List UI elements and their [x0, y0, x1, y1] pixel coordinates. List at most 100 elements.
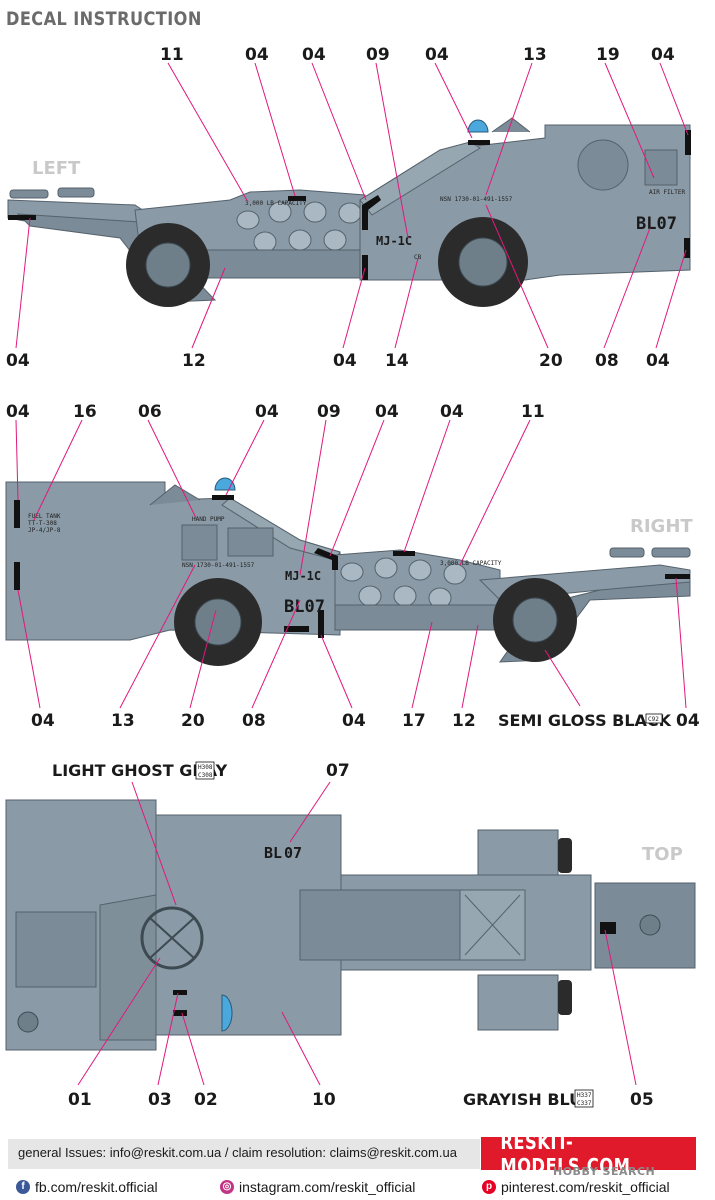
- top-wheel-2: [558, 980, 572, 1015]
- callout-number: 04: [375, 402, 399, 422]
- decal-04: [318, 610, 324, 638]
- callout-number: 06: [138, 402, 162, 422]
- right-roller-pad-2: [651, 547, 691, 558]
- paint-code: C308: [198, 772, 213, 779]
- right-arm-hole: [443, 563, 467, 585]
- right-arm-hole: [340, 562, 364, 582]
- top-view-label: TOP: [642, 844, 683, 865]
- left-callouts-top: 11 04 04 09 04 13 19 04: [160, 45, 675, 65]
- top-wheel-1: [558, 838, 572, 873]
- top-beacon-light: [221, 994, 233, 1032]
- left-arm-hole: [303, 201, 327, 223]
- left-arm-hole: [236, 210, 260, 230]
- callout-number: 04: [255, 402, 279, 422]
- callout-number: 08: [242, 711, 266, 731]
- left-cb: CB: [414, 254, 422, 261]
- callout-number: 03: [148, 1090, 172, 1110]
- callout-number: 10: [312, 1090, 336, 1110]
- right-view-label: RIGHT: [630, 516, 693, 537]
- callout-number: 12: [452, 711, 476, 731]
- paint-grayish-blue: GRAYISH BLUE: [463, 1090, 593, 1109]
- callout-number: 04: [245, 45, 269, 65]
- right-chassis: [334, 604, 506, 631]
- top-fuel-cap: [17, 1011, 39, 1033]
- callout-number: 11: [160, 45, 184, 65]
- callout-number: 09: [366, 45, 390, 65]
- decal-04: [288, 196, 306, 201]
- top-tread-plate: [99, 894, 157, 1041]
- left-capacity: 3,000 LB CAPACITY: [245, 200, 307, 207]
- left-arm-hole: [288, 229, 312, 251]
- pinterest-url: pinterest.com/reskit_official: [501, 1179, 670, 1195]
- top-tail-code-2: 07: [284, 844, 302, 862]
- left-arm-hole: [253, 231, 277, 253]
- left-front-hub: [458, 237, 508, 287]
- page-title: DECAL INSTRUCTION: [6, 8, 202, 30]
- instruction-drawing: LEFT AIR FILTER: [5, 45, 700, 1110]
- left-tail-code: BL07: [636, 214, 677, 234]
- paint-code: H337: [577, 1092, 592, 1099]
- left-roller-pad-1: [9, 189, 49, 199]
- callout-number: 05: [630, 1090, 654, 1110]
- callout-number: 04: [302, 45, 326, 65]
- right-leader-lines: [15, 419, 687, 709]
- right-type-code: MJ-1C: [285, 569, 321, 583]
- right-callouts-top: 04 16 06 04 09 04 04 11: [6, 402, 545, 422]
- callout-number: 08: [595, 351, 619, 371]
- pinterest-link[interactable]: p pinterest.com/reskit_official: [482, 1179, 670, 1195]
- right-arm-hole: [408, 559, 432, 581]
- top-callouts-bottom: 01 03 02 10 05: [68, 1090, 654, 1110]
- callout-number: 17: [402, 711, 426, 731]
- decal-04: [362, 195, 381, 230]
- callout-number: 16: [73, 402, 97, 422]
- decal-04: [212, 495, 234, 500]
- paint-code: H308: [198, 764, 213, 771]
- paint-code: C92: [648, 716, 659, 723]
- right-vent-grille: [227, 527, 274, 557]
- top-fork-pivot: [639, 914, 661, 936]
- top-steering-wheel: [140, 906, 204, 970]
- left-view: LEFT AIR FILTER: [6, 45, 691, 371]
- decal-05: [600, 922, 616, 934]
- right-arm-hole: [374, 557, 398, 579]
- hand-pump-label: HAND PUMP: [192, 516, 225, 523]
- left-view-label: LEFT: [32, 158, 81, 179]
- brand-banner[interactable]: RESKIT-MODELS.COM: [481, 1130, 696, 1178]
- facebook-link[interactable]: f fb.com/reskit.official: [16, 1179, 158, 1195]
- paint-semi-gloss-black: SEMI GLOSS BLACK: [498, 711, 672, 730]
- callout-number: 07: [326, 761, 350, 781]
- decal-04: [8, 215, 36, 220]
- top-leader-lines: [77, 781, 637, 1086]
- fuel-tank-label: FUEL TANK: [28, 513, 61, 520]
- callout-number: 04: [676, 711, 700, 731]
- left-air-filter-panel: [644, 149, 678, 186]
- callout-number: 04: [6, 351, 30, 371]
- brand-name: RESKIT-MODELS.COM: [500, 1129, 631, 1178]
- callout-number: 02: [194, 1090, 218, 1110]
- right-hand-pump-panel: [181, 524, 218, 561]
- left-beacon-light: [467, 119, 489, 133]
- instagram-link[interactable]: ◎ instagram.com/reskit_official: [220, 1179, 415, 1195]
- right-nsn: NSN 1730-01-491-1557: [182, 562, 255, 569]
- facebook-icon: f: [16, 1180, 30, 1194]
- callout-number: 04: [333, 351, 357, 371]
- left-arm-hole: [323, 229, 347, 251]
- contact-info: general Issues: info@reskit.com.ua / cla…: [18, 1145, 457, 1160]
- top-panel: [15, 911, 97, 988]
- callout-number: 12: [182, 351, 206, 371]
- callout-number: 04: [6, 402, 30, 422]
- footer: general Issues: info@reskit.com.ua / cla…: [0, 1130, 715, 1200]
- callout-number: 04: [425, 45, 449, 65]
- callout-number: 20: [539, 351, 563, 371]
- decal-04: [14, 500, 20, 528]
- paint-code: C337: [577, 1100, 592, 1107]
- callout-number: 11: [521, 402, 545, 422]
- right-tail-code: BL07: [284, 597, 325, 617]
- contact-bar: [8, 1139, 480, 1169]
- callout-number: 19: [596, 45, 620, 65]
- pinterest-icon: p: [482, 1180, 496, 1194]
- callout-number: 01: [68, 1090, 92, 1110]
- callout-number: 13: [523, 45, 547, 65]
- top-lift-frame: [299, 889, 461, 961]
